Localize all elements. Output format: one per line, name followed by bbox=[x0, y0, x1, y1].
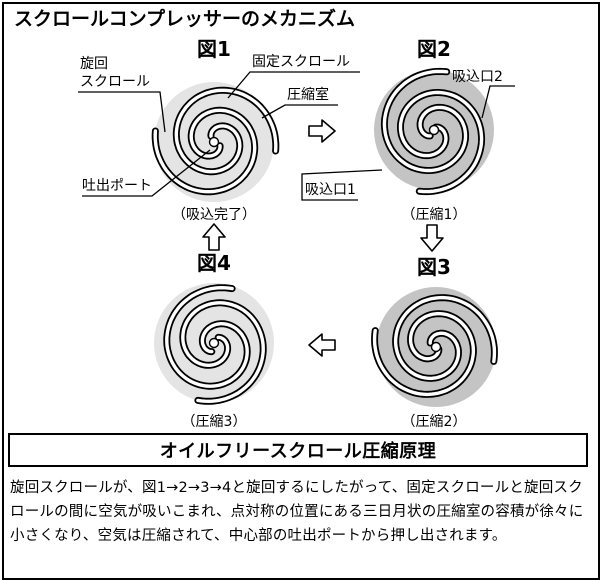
fixed-scroll-label: 固定スクロール bbox=[252, 54, 350, 70]
down-arrow-icon bbox=[420, 224, 444, 252]
suction-port-1-leader bbox=[301, 169, 383, 201]
fig4-discharge-port bbox=[208, 337, 220, 349]
page-title: スクロールコンプレッサーのメカニズム bbox=[14, 7, 355, 30]
discharge-port-leader bbox=[82, 149, 211, 197]
scroll-unit-fig4 bbox=[154, 283, 274, 405]
fig3-discharge-port bbox=[430, 341, 442, 353]
orbiting-scroll-leader bbox=[78, 91, 166, 133]
fig3-label: 図3 bbox=[417, 255, 451, 279]
fig1-orbiting-wall bbox=[174, 88, 278, 174]
fig2-orbiting-wall bbox=[398, 90, 484, 194]
orbiting-scroll-label-line1: 旋回 bbox=[80, 56, 108, 72]
fig1-caption: （吸込完了） bbox=[172, 207, 256, 223]
scroll-unit-fig1 bbox=[151, 82, 280, 202]
scroll-unit-fig2 bbox=[374, 67, 494, 196]
compression-chamber-leader bbox=[261, 104, 338, 119]
suction-port-1-label: 吸込口1 bbox=[305, 182, 356, 198]
fig3-caption: （圧縮2） bbox=[402, 414, 467, 430]
up-arrow-icon bbox=[202, 223, 226, 251]
fig4-label: 図4 bbox=[197, 251, 231, 275]
fig4-orbiting-wall bbox=[165, 285, 249, 388]
fig2-caption: （圧縮1） bbox=[402, 207, 467, 223]
fig3-fixed-wall bbox=[393, 295, 497, 381]
orbiting-scroll-label-line2: スクロール bbox=[80, 74, 150, 90]
fig4-caption: （圧縮3） bbox=[182, 414, 247, 430]
suction-port-2-leader bbox=[481, 85, 515, 119]
scroll-unit-fig3 bbox=[371, 287, 498, 407]
fig3-orbiting-wall bbox=[372, 311, 476, 397]
fixed-scroll-leader bbox=[227, 71, 360, 99]
suction-port-2-label: 吸込口2 bbox=[452, 69, 503, 85]
discharge-port-label: 吐出ポート bbox=[82, 178, 152, 194]
principle-banner: オイルフリースクロール圧縮原理 bbox=[8, 433, 588, 467]
fig2-fixed-wall bbox=[382, 69, 468, 173]
description-text: 旋回スクロールが、図1→2→3→4と旋回するにしたがって、固定スクロールと旋回ス… bbox=[10, 480, 584, 544]
fig1-label: 図1 bbox=[197, 37, 231, 61]
mechanism-diagram: スクロールコンプレッサーのメカニズム 図1 図2 図3 図4 （吸込完了） （圧… bbox=[14, 7, 515, 430]
fig2-label: 図2 bbox=[417, 37, 451, 61]
left-arrow-icon bbox=[308, 333, 336, 357]
fig1-fixed-wall bbox=[153, 108, 257, 194]
compression-chamber-label: 圧縮室 bbox=[287, 86, 329, 103]
fig2-discharge-port bbox=[428, 124, 440, 136]
fig4-fixed-wall bbox=[181, 301, 265, 404]
fig1-discharge-port bbox=[208, 136, 220, 148]
right-arrow-icon bbox=[308, 119, 336, 143]
